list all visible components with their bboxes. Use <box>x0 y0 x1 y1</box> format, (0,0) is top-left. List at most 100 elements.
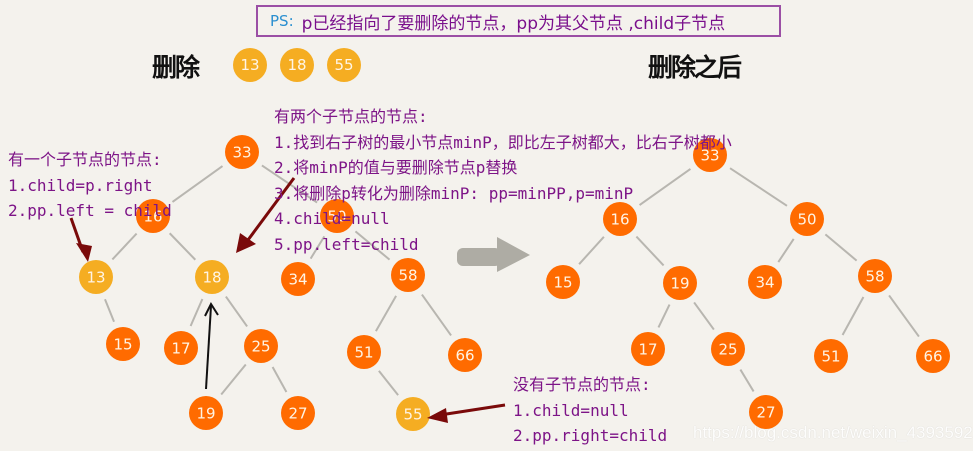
after-edge-16-15 <box>578 236 605 265</box>
svg-text:16: 16 <box>143 208 162 226</box>
annotation-arrow-to-18-icon <box>236 177 296 253</box>
before-edge-50-34 <box>309 235 326 260</box>
before-node-33: 33 <box>225 135 259 169</box>
note-two-children-line-3: 3.将删除p转化为删除minP: pp=minPP,p=minP <box>274 183 634 203</box>
note-no-child-line-1: 1.child=null <box>513 400 629 420</box>
ps-note-box: PS: p已经指向了要删除的节点，pp为其父节点 ,child子节点 <box>256 5 781 37</box>
svg-text:66: 66 <box>455 347 474 365</box>
annotation-arrow-to-55-icon <box>427 403 506 423</box>
before-node-15: 15 <box>106 327 140 361</box>
before-node-51: 51 <box>347 335 381 369</box>
svg-text:15: 15 <box>553 274 572 292</box>
before-node-16: 16 <box>136 199 170 233</box>
note-two-children-line-4: 4.child=null <box>274 209 390 228</box>
after-edge-50-58 <box>824 233 858 262</box>
svg-text:27: 27 <box>756 404 775 422</box>
svg-text:34: 34 <box>288 271 307 289</box>
before-node-13: 13 <box>79 260 113 294</box>
before-node-19: 19 <box>189 396 223 430</box>
svg-text:58: 58 <box>865 268 884 286</box>
edges-after-deletion <box>578 167 920 392</box>
after-node-50: 50 <box>790 202 824 236</box>
svg-text:50: 50 <box>797 211 816 229</box>
after-node-16: 16 <box>603 202 637 236</box>
after-edge-58-66 <box>888 294 920 338</box>
watermark: https://blog.csdn.net/weixin_43935927 <box>693 423 973 442</box>
svg-text:51: 51 <box>354 344 373 362</box>
after-node-27: 27 <box>749 395 783 429</box>
after-node-51: 51 <box>814 339 848 373</box>
before-edge-58-66 <box>421 293 452 337</box>
before-node-55: 55 <box>396 397 430 431</box>
note-no-child-title: 没有子节点的节点: <box>513 375 651 394</box>
svg-text:18: 18 <box>202 269 221 287</box>
before-edge-50-58 <box>354 230 391 261</box>
before-edge-51-55 <box>378 370 399 396</box>
after-node-15: 15 <box>546 265 580 299</box>
after-edge-16-19 <box>635 235 665 267</box>
after-node-34: 34 <box>748 265 782 299</box>
note-two-children-line-1: 1.找到右子树的最小节点minP，即比左子树都大，比右子树都小 <box>274 132 732 152</box>
note-no-child-line-2: 2.pp.right=child <box>513 426 668 445</box>
before-node-34: 34 <box>281 262 315 296</box>
transition-arrow-icon <box>457 237 530 272</box>
svg-text:33: 33 <box>232 144 251 162</box>
before-node-66: 66 <box>448 338 482 372</box>
after-edge-58-51 <box>841 296 865 336</box>
deleted-badge-55: 55 <box>327 48 361 82</box>
before-edge-16-18 <box>168 232 197 261</box>
before-node-18: 18 <box>195 260 229 294</box>
note-two-children-line-2: 2.将minP的值与要删除节点p替换 <box>274 158 518 177</box>
svg-text:25: 25 <box>251 338 270 356</box>
note-one-child-line-1: 1.child=p.right <box>8 175 153 195</box>
after-edge-33-50 <box>729 167 788 207</box>
svg-text:34: 34 <box>755 274 774 292</box>
note-two-children: 有两个子节点的节点: 1.找到右子树的最小节点minP，即比左子树都大，比右子树… <box>274 104 732 257</box>
svg-text:33: 33 <box>700 147 719 165</box>
ps-label: PS: <box>270 12 294 30</box>
annotation-arrow-to-13-icon <box>69 217 92 262</box>
svg-text:17: 17 <box>638 341 657 359</box>
replace-arrow-19-to-18-icon <box>204 301 219 390</box>
ps-text: p已经指向了要删除的节点，pp为其父节点 ,child子节点 <box>301 13 726 34</box>
before-edge-33-16 <box>171 165 224 203</box>
deleted-badge-13: 13 <box>233 48 267 82</box>
before-node-17: 17 <box>164 331 198 365</box>
before-edge-58-51 <box>375 295 397 332</box>
note-two-children-line-5: 5.pp.left=child <box>274 234 419 254</box>
after-node-25: 25 <box>711 332 745 366</box>
before-node-50: 50 <box>320 199 354 233</box>
tree-before-deletion: 33 16 50 13 18 34 58 15 17 25 51 66 19 27 55 <box>79 135 482 431</box>
after-node-58: 58 <box>858 259 892 293</box>
after-edge-19-25 <box>693 301 715 331</box>
svg-text:51: 51 <box>821 348 840 366</box>
note-one-child-line-2: 2.pp.left = child <box>8 201 172 220</box>
svg-text:50: 50 <box>327 208 346 226</box>
svg-text:16: 16 <box>610 211 629 229</box>
svg-text:58: 58 <box>398 267 417 285</box>
title-delete: 删除 <box>152 53 200 82</box>
after-edge-19-17 <box>657 304 671 328</box>
before-node-58: 58 <box>391 258 425 292</box>
before-edge-25-19 <box>220 363 247 396</box>
after-node-17: 17 <box>631 332 665 366</box>
svg-text:15: 15 <box>113 336 132 354</box>
note-one-child-title: 有一个子节点的节点: <box>8 150 162 169</box>
before-edge-18-17 <box>189 298 204 327</box>
before-node-25: 25 <box>244 329 278 363</box>
svg-text:27: 27 <box>288 405 307 423</box>
after-edge-50-34 <box>777 238 795 263</box>
svg-text:25: 25 <box>718 341 737 359</box>
svg-text:17: 17 <box>171 340 190 358</box>
note-one-child: 有一个子节点的节点: 1.child=p.right 2.pp.left = c… <box>8 147 172 224</box>
title-after-delete: 删除之后 <box>648 53 742 82</box>
svg-text:19: 19 <box>670 275 689 293</box>
before-edge-16-13 <box>111 232 138 261</box>
before-edge-25-27 <box>271 366 288 393</box>
before-edge-18-25 <box>225 295 248 328</box>
edges-before-deletion <box>104 164 452 396</box>
after-node-33: 33 <box>693 138 727 172</box>
note-no-child: 没有子节点的节点: 1.child=null 2.pp.right=child <box>513 372 667 449</box>
